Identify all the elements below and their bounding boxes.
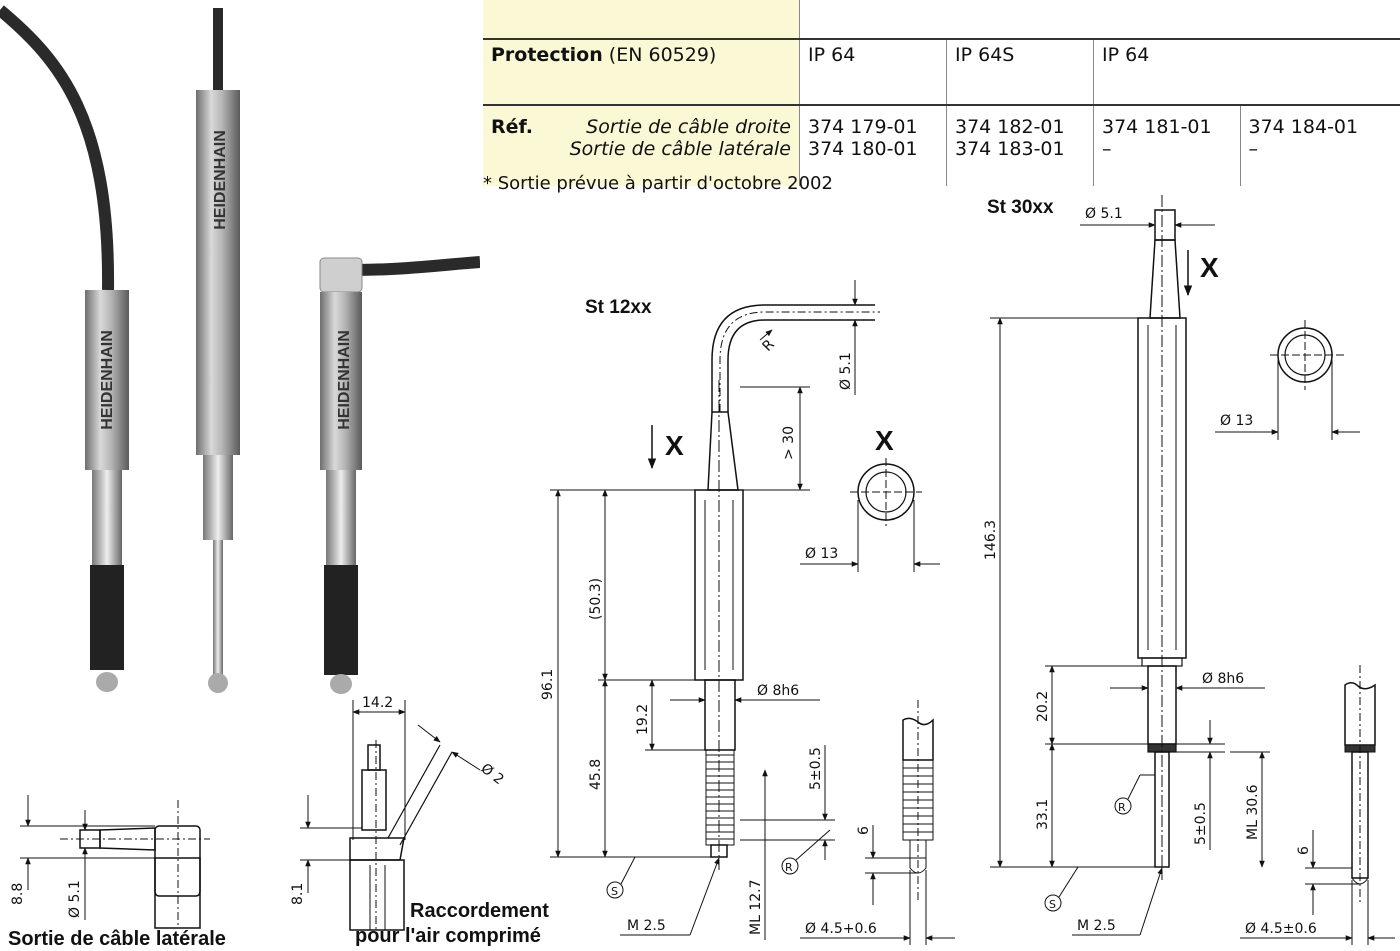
st12-drawing: St 12xx R Ø 5.1 > 30 X X [540,280,955,945]
svg-text:8.1: 8.1 [290,883,306,905]
svg-text:M 2.5: M 2.5 [627,918,666,934]
svg-text:96.1: 96.1 [540,669,556,700]
svg-text:St 12xx: St 12xx [585,297,652,318]
svg-text:X: X [665,430,684,461]
svg-text:Ø 5.1: Ø 5.1 [1085,206,1123,222]
svg-text:19.2: 19.2 [635,704,651,735]
svg-text:Ø 5.1: Ø 5.1 [67,880,83,918]
svg-text:Ø 13: Ø 13 [1220,413,1253,429]
svg-text:33.1: 33.1 [1035,799,1051,830]
st30-drawing: St 30xx Ø 5.1 X Ø 13 146.3 20.2 33.1 [983,195,1395,945]
svg-text:S: S [1049,898,1056,911]
svg-text:> 30: > 30 [781,426,797,460]
svg-text:5±0.5: 5±0.5 [808,747,824,790]
air-connection-detail: 14.2 Ø 2 8.1 [290,695,507,930]
side-exit-caption: Sortie de câble latérale [8,928,226,951]
side-exit-detail: 8.8 Ø 5.1 [10,795,210,928]
svg-text:X: X [875,425,894,456]
svg-text:Ø 2: Ø 2 [478,761,507,789]
svg-text:20.2: 20.2 [1035,691,1051,722]
svg-text:45.8: 45.8 [588,759,604,790]
air-caption-line1: Raccordement [410,900,549,923]
svg-text:Ø 5.1: Ø 5.1 [838,352,854,390]
svg-text:X: X [1200,252,1219,283]
svg-text:146.3: 146.3 [983,520,999,560]
svg-text:R: R [1118,801,1126,814]
svg-text:6: 6 [856,826,872,835]
svg-text:Ø 8h6: Ø 8h6 [1202,671,1244,687]
svg-text:5±0.5: 5±0.5 [1193,802,1209,845]
svg-text:ML 12.7: ML 12.7 [748,879,764,935]
svg-text:6: 6 [1296,846,1312,855]
svg-text:Ø 4.5+0.6: Ø 4.5+0.6 [805,921,877,937]
svg-text:M 2.5: M 2.5 [1077,918,1116,934]
svg-text:Ø 4.5±0.6: Ø 4.5±0.6 [1245,921,1317,937]
svg-text:(50.3): (50.3) [588,578,604,620]
svg-text:R: R [760,336,778,354]
air-caption-line2: pour l'air comprimé [355,925,541,948]
svg-text:ML 30.6: ML 30.6 [1245,784,1261,840]
svg-text:St 30xx: St 30xx [987,197,1054,218]
svg-text:14.2: 14.2 [362,695,393,711]
svg-text:8.8: 8.8 [10,883,26,905]
svg-text:S: S [611,885,618,898]
svg-text:Ø 13: Ø 13 [805,546,838,562]
svg-text:Ø 8h6: Ø 8h6 [757,683,799,699]
svg-text:R: R [785,861,793,874]
